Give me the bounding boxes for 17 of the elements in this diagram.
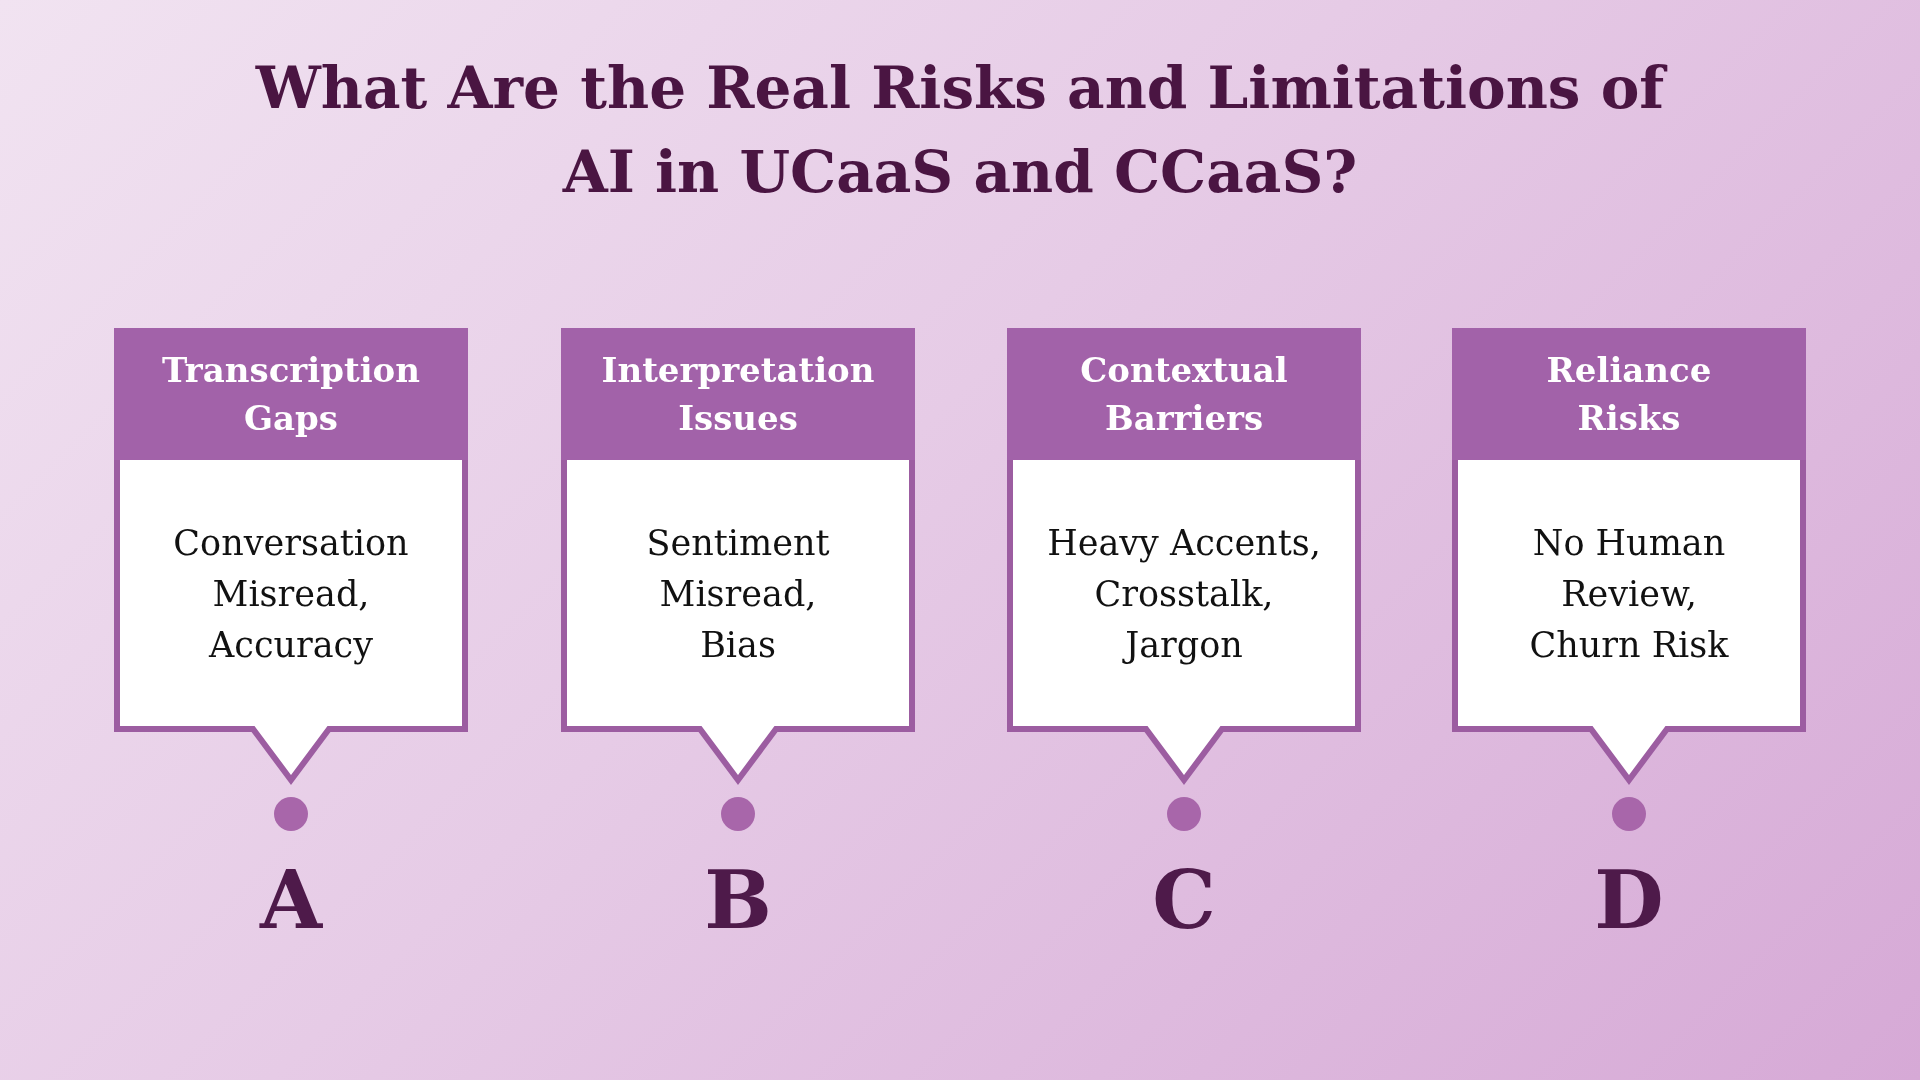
card-text: Heavy Accents, Crosstalk, Jargon bbox=[1046, 522, 1322, 667]
letter-label: B bbox=[704, 852, 772, 949]
callout-card bbox=[561, 328, 915, 786]
letter-label: D bbox=[1594, 852, 1664, 949]
card-text: Conversation Misread, Accuracy bbox=[172, 522, 410, 667]
letter-label: A bbox=[259, 852, 323, 949]
card-text: Sentiment Misread, Bias bbox=[645, 522, 831, 667]
callout-card bbox=[1452, 328, 1806, 786]
card-text: No Human Review, Churn Risk bbox=[1528, 522, 1730, 667]
callout-card bbox=[114, 328, 468, 786]
title: What Are the Real Risks and Limitations of AI in UCaaS and CCaaS? bbox=[210, 46, 1710, 214]
card-heading: Reliance Risks bbox=[1452, 328, 1806, 460]
card-heading: Contextual Barriers bbox=[1007, 328, 1361, 460]
letter-label: C bbox=[1152, 852, 1216, 949]
callout-card bbox=[1007, 328, 1361, 786]
card-heading: Interpretation Issues bbox=[561, 328, 915, 460]
card-heading: Transcription Gaps bbox=[114, 328, 468, 460]
